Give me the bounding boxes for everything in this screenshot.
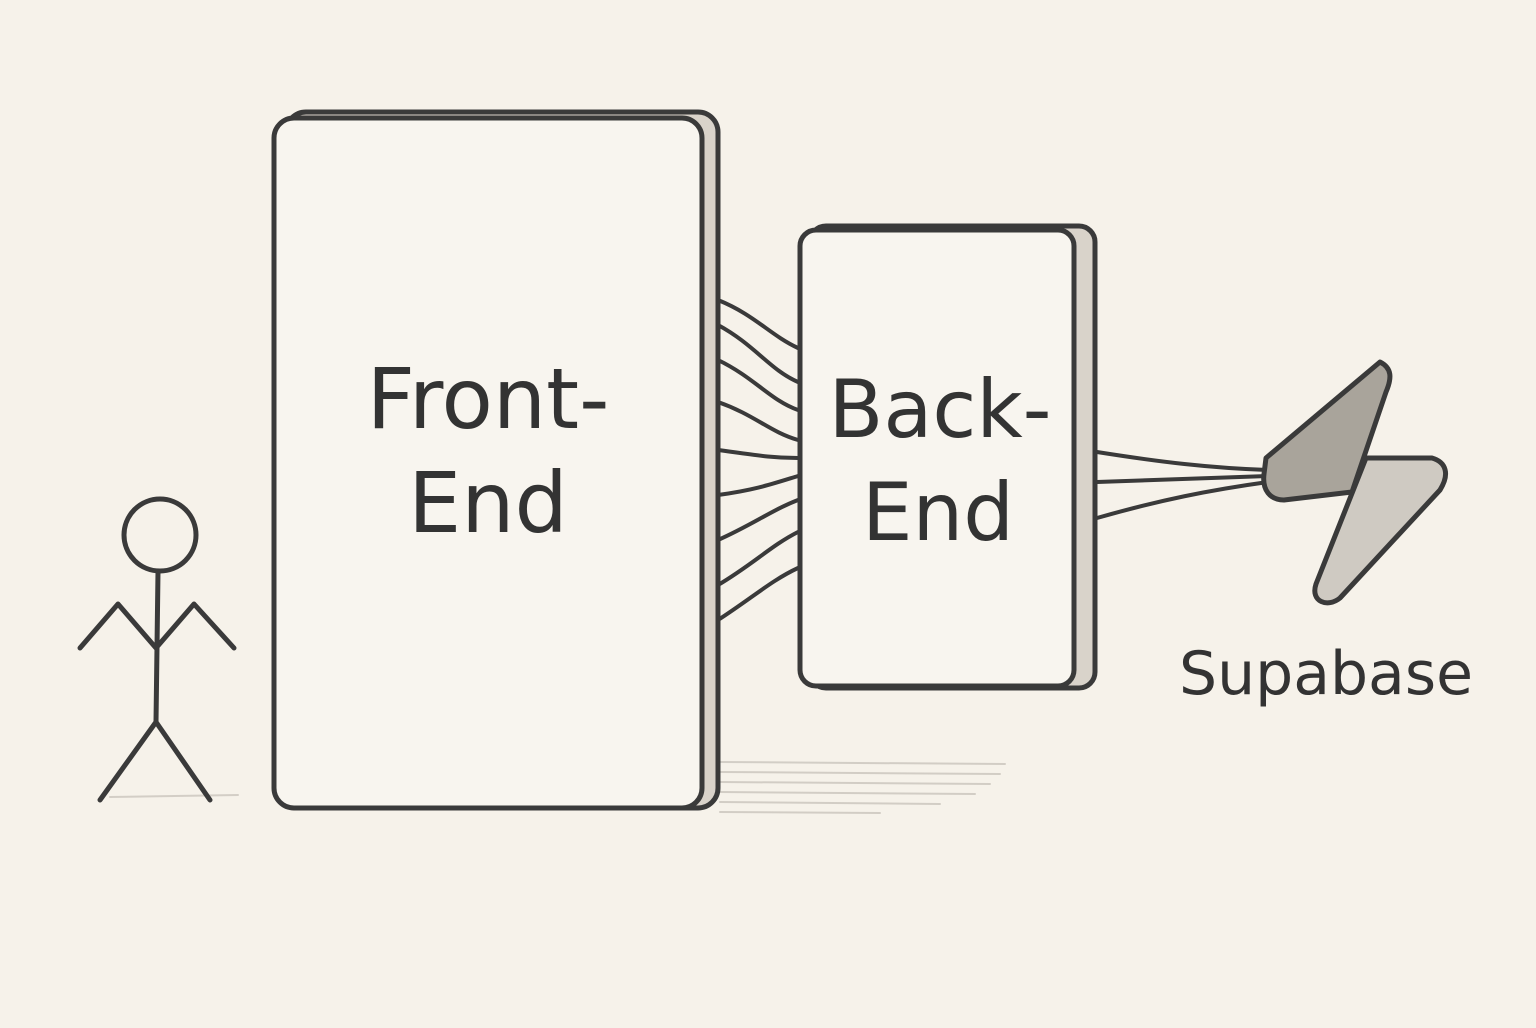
supabase-label: Supabase [1179,639,1473,709]
frontend-label-line1: Front- [367,350,610,448]
frontend-label-line2: End [408,454,568,552]
backend-label-line1: Back- [828,363,1051,456]
backend-box: Back- End [797,223,1098,691]
backend-supabase-connectors [1095,450,1270,520]
ground-shadow [109,761,1006,814]
backend-label-line2: End [862,466,1014,559]
frontend-box: Front- End [271,109,721,811]
supabase-lightning-icon [1261,359,1449,606]
stick-figure-user-icon [77,496,237,803]
frontend-backend-connectors [716,298,800,622]
